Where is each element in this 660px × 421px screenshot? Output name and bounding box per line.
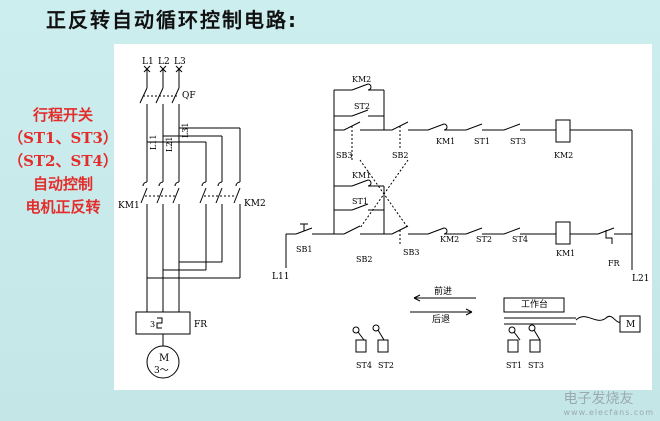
- side-note: 行程开关 （ST1、ST3） （ST2、ST4） 自动控制 电机正反转: [4, 104, 122, 219]
- limit-switch-st4: [352, 326, 367, 353]
- km2-main-contacts: [199, 181, 241, 204]
- side-note-line: 电机正反转: [25, 198, 101, 216]
- label-l11-control: L11: [272, 272, 289, 282]
- label-st3-switch: ST3: [528, 361, 544, 370]
- label-l3: L3: [174, 57, 186, 67]
- label-fr: FR: [194, 320, 207, 330]
- control-circuit: L11 SB1 KM2 ST2 SB3: [272, 75, 649, 284]
- label-km1-row1: KM1: [436, 137, 455, 146]
- label-st4-row2: ST4: [512, 235, 528, 244]
- motor-m: M: [159, 353, 169, 364]
- power-circuit: L1 L2 L3 QF L11 L21 L31: [118, 57, 266, 379]
- fr-nc-contact: [597, 227, 615, 244]
- label-st1-mid: ST1: [352, 197, 368, 206]
- slide-title: 正反转自动循环控制电路:: [46, 8, 298, 32]
- watermark-sub: www.elecfans.com: [563, 408, 654, 417]
- motor-phase: 3～: [154, 366, 169, 376]
- label-fr-control: FR: [608, 259, 621, 268]
- limit-switch-st3: [528, 324, 541, 353]
- diagram-panel: [114, 44, 652, 390]
- worktable: [503, 297, 565, 313]
- label-st2-row2: ST2: [476, 235, 492, 244]
- label-km1-coil: KM1: [556, 249, 575, 258]
- label-l21: L21: [165, 137, 174, 153]
- sb1-stop-button: [295, 223, 313, 235]
- side-note-line: 自动控制: [32, 175, 93, 193]
- label-sb2-up: SB2: [392, 151, 408, 160]
- label-sb3-up: SB3: [336, 151, 352, 160]
- label-worktable: 工作台: [521, 298, 548, 310]
- label-backward: 后退: [432, 314, 450, 325]
- qf-breaker: [139, 87, 180, 104]
- label-km2: KM2: [244, 199, 266, 209]
- km2-coil: [555, 119, 571, 143]
- motor-circle: [146, 345, 180, 379]
- label-sb2-low: SB2: [356, 255, 372, 264]
- watermark-main: 电子发烧友: [563, 391, 634, 407]
- label-qf: QF: [182, 91, 196, 101]
- label-st3-row1: ST3: [510, 137, 526, 146]
- label-l31: L31: [181, 123, 190, 139]
- label-l1: L1: [142, 57, 154, 67]
- label-st2-switch: ST2: [378, 361, 394, 370]
- limit-switch-st1: [507, 326, 521, 353]
- thermal-relay-fr: [135, 311, 191, 335]
- side-note-line: 行程开关: [32, 106, 93, 124]
- km1-coil: [555, 221, 571, 245]
- label-l2: L2: [158, 57, 170, 67]
- label-fr-num: 3: [150, 320, 155, 329]
- side-note-line: （ST2、ST4）: [8, 152, 118, 170]
- label-km2-row2: KM2: [440, 235, 459, 244]
- label-km2-top: KM2: [352, 75, 371, 84]
- label-forward: 前进: [434, 285, 452, 297]
- watermark: 电子发烧友 www.elecfans.com: [564, 388, 655, 417]
- travel-mechanism: 前进 后退 工作台 M ST4 ST2: [352, 285, 641, 370]
- travel-motor: [619, 315, 641, 333]
- label-st1-row1: ST1: [474, 137, 490, 146]
- label-st2-top: ST2: [354, 102, 370, 111]
- label-travel-motor: M: [626, 320, 635, 330]
- label-km2-coil: KM2: [554, 151, 573, 160]
- label-st1-switch: ST1: [506, 361, 522, 370]
- label-st4-switch: ST4: [356, 361, 372, 370]
- limit-switch-st2: [372, 324, 389, 353]
- label-sb3-low: SB3: [403, 248, 419, 257]
- side-note-line: （ST1、ST3）: [8, 129, 118, 147]
- label-km1: KM1: [118, 201, 140, 211]
- label-l21-control: L21: [632, 274, 649, 284]
- label-sb1: SB1: [296, 245, 312, 254]
- km1-main-contacts: [140, 181, 180, 204]
- label-km1-mid: KM1: [352, 171, 371, 180]
